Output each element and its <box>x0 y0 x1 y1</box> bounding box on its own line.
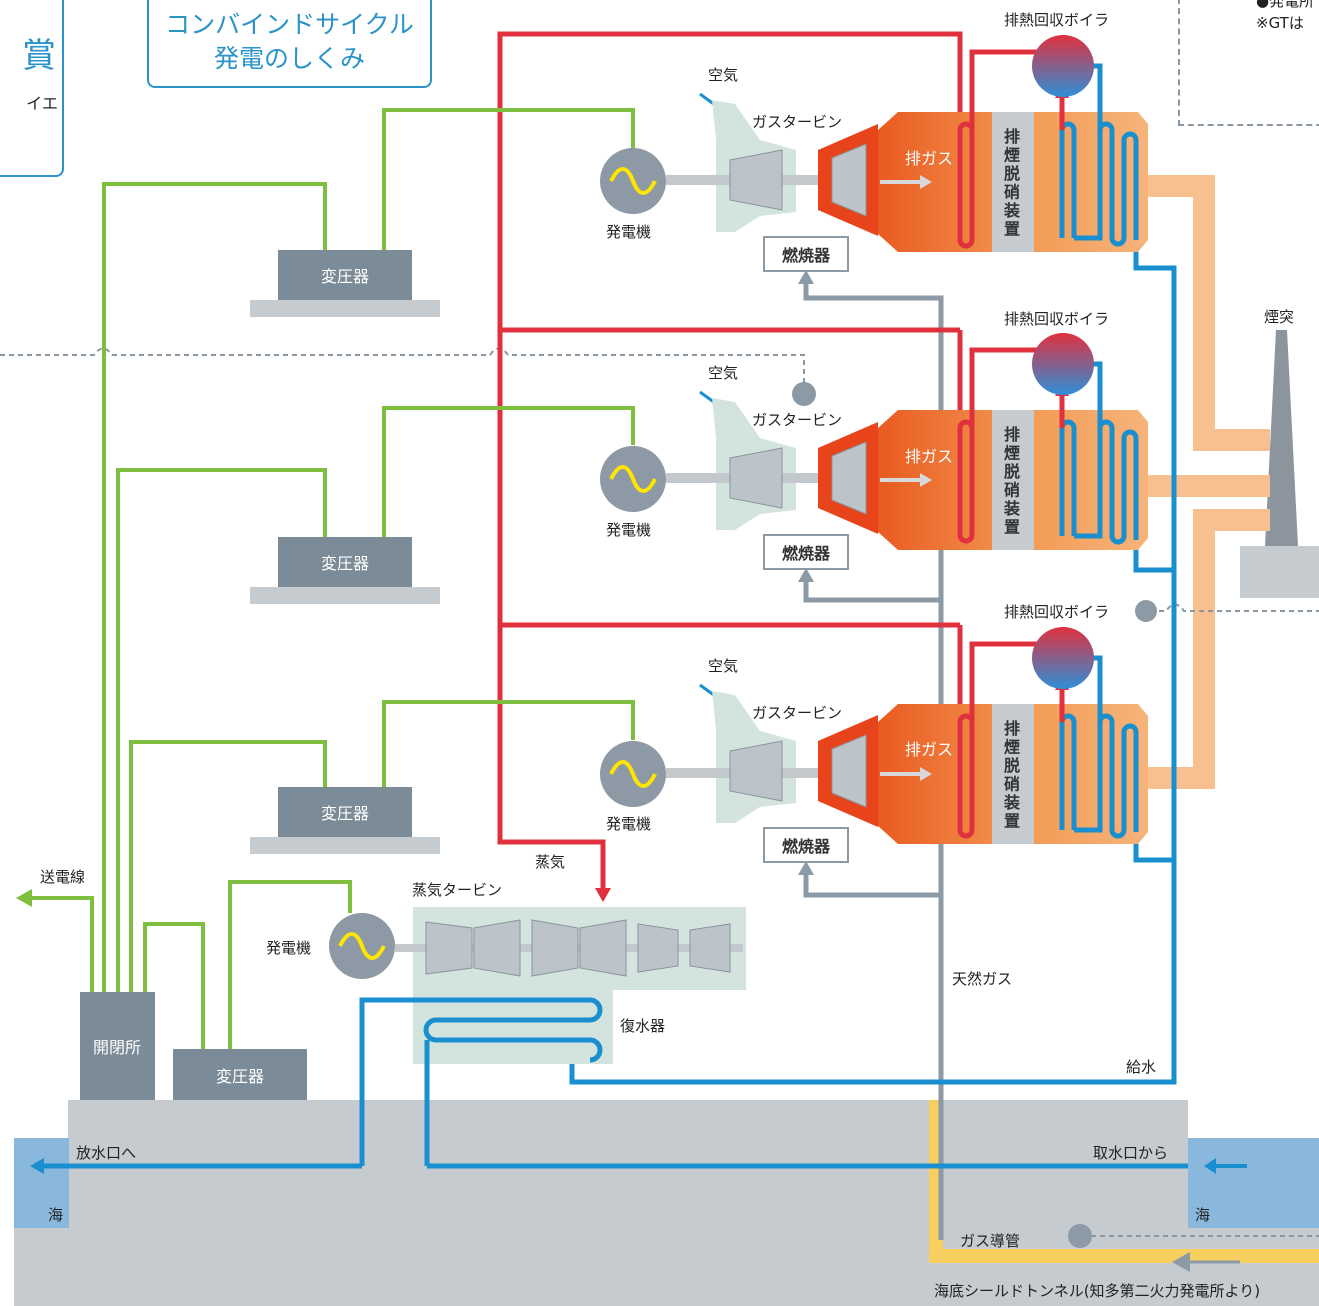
svg-text:排ガス: 排ガス <box>905 149 953 168</box>
svg-text:ガスタービン: ガスタービン <box>752 113 842 131</box>
svg-text:変圧器: 変圧器 <box>321 267 369 286</box>
transformer-2: 変圧器 <box>250 537 440 604</box>
svg-text:蒸気タービン: 蒸気タービン <box>412 881 502 899</box>
transmission-line-label: 送電線 <box>40 868 85 886</box>
gt-unit-2: 空気 ガスタービン 燃焼器 発電機 <box>598 364 878 570</box>
hrsg-3: 排熱回収ボイラ 排ガス <box>878 603 1148 844</box>
gt-unit-3: 空気 ガスタービン 燃焼器 発電機 <box>598 657 878 863</box>
feedwater-label: 給水 <box>1126 1058 1156 1076</box>
intake-arrow <box>1204 1158 1216 1174</box>
sensor-node-1 <box>792 382 816 406</box>
condenser: 復水器 <box>359 997 665 1166</box>
sea-left: 海 <box>14 1138 69 1228</box>
steam-arrow <box>595 888 611 902</box>
hrsg-2: 排熱回収ボイラ 排ガス <box>878 310 1148 550</box>
switchyard: 開閉所 <box>80 992 155 1100</box>
steam-turbine: 蒸気タービン 発電機 <box>266 881 746 1064</box>
gas-arrow-3 <box>798 861 814 875</box>
svg-text:変圧器: 変圧器 <box>321 554 369 573</box>
gas-pipe: ガス導管 海底シールドトンネル(知多第二火力発電所より) <box>929 1100 1319 1300</box>
steam-label: 蒸気 <box>535 853 565 871</box>
svg-text:排ガス: 排ガス <box>905 740 953 759</box>
denitration-label: 排煙脱硝装置 <box>1003 127 1020 239</box>
svg-text:燃焼器: 燃焼器 <box>782 837 831 856</box>
note-line-2: ※GTは <box>1256 14 1304 32</box>
natural-gas-label: 天然ガス <box>952 970 1012 988</box>
note-line-1: ●発電所 <box>1256 0 1315 10</box>
sensor-node-3 <box>1068 1224 1092 1248</box>
stack: 煙突 <box>1240 308 1319 598</box>
sea-label-right: 海 <box>1195 1206 1210 1224</box>
sea-label-left: 海 <box>48 1206 63 1224</box>
award-sub: イエ <box>26 94 58 113</box>
gas-arrow-2 <box>798 568 814 582</box>
svg-text:ガスタービン: ガスタービン <box>752 411 842 429</box>
svg-text:ガスタービン: ガスタービン <box>752 704 842 722</box>
gas-arrow-1 <box>798 270 814 284</box>
svg-text:発電機: 発電機 <box>606 815 651 833</box>
stack-label: 煙突 <box>1264 308 1294 326</box>
transformer-3: 変圧器 <box>250 787 440 854</box>
flue-ducts <box>1145 175 1270 789</box>
svg-text:変圧器: 変圧器 <box>216 1067 264 1086</box>
denitration-label: 排煙脱硝装置 <box>1003 425 1020 537</box>
svg-text:排ガス: 排ガス <box>905 447 953 466</box>
title-line-1: コンバインドサイクル <box>165 10 414 39</box>
svg-text:発電機: 発電機 <box>606 223 651 241</box>
ground <box>14 1100 1319 1306</box>
hrsg-1: 排熱回収ボイラ 排ガス <box>878 11 1148 252</box>
gt-unit-1: 空気 ガスタービン 燃焼器 発電機 <box>598 66 878 272</box>
svg-text:燃焼器: 燃焼器 <box>782 544 831 563</box>
svg-text:排熱回収ボイラ: 排熱回収ボイラ <box>1004 310 1109 328</box>
svg-text:発電機: 発電機 <box>606 521 651 539</box>
svg-text:排熱回収ボイラ: 排熱回収ボイラ <box>1004 11 1109 29</box>
gas-pipe-label: ガス導管 <box>960 1232 1020 1250</box>
denitration-labels: 排煙脱硝装置 排煙脱硝装置 排煙脱硝装置 <box>1003 127 1020 831</box>
award-box-fragment: 賞 イエ <box>0 0 64 177</box>
note-box-fragment: ●発電所 ※GTは <box>1178 0 1319 126</box>
svg-text:開閉所: 開閉所 <box>93 1038 141 1057</box>
svg-text:空気: 空気 <box>708 364 738 382</box>
title-line-2: 発電のしくみ <box>213 44 365 73</box>
svg-text:空気: 空気 <box>708 657 738 675</box>
power-lines <box>30 108 635 1049</box>
transmission-arrow <box>16 889 32 907</box>
intake-label: 取水口から <box>1093 1144 1168 1162</box>
outlet-arrow <box>30 1158 44 1174</box>
transformer-1: 変圧器 <box>250 250 440 317</box>
tunnel-label: 海底シールドトンネル(知多第二火力発電所より) <box>934 1282 1260 1300</box>
svg-text:空気: 空気 <box>708 66 738 84</box>
title-box: コンバインドサイクル 発電のしくみ <box>147 0 432 88</box>
svg-text:燃焼器: 燃焼器 <box>782 246 831 265</box>
outlet-label: 放水口へ <box>76 1144 136 1162</box>
svg-text:発電機: 発電機 <box>266 939 311 957</box>
svg-text:排熱回収ボイラ: 排熱回収ボイラ <box>1004 603 1109 621</box>
transformer-4: 変圧器 <box>173 1049 307 1100</box>
award-char: 賞 <box>22 36 56 76</box>
svg-text:変圧器: 変圧器 <box>321 804 369 823</box>
sensor-node-2 <box>1135 600 1157 622</box>
svg-text:復水器: 復水器 <box>620 1017 665 1035</box>
denitration-label: 排煙脱硝装置 <box>1003 719 1020 831</box>
sea-right: 海 <box>1188 1138 1319 1228</box>
